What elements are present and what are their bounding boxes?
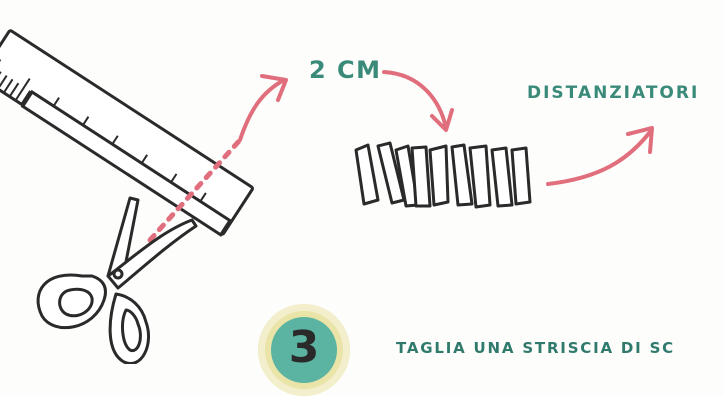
spacers-label: DISTANZIATORI [527,83,699,103]
arrow-icon [548,128,652,184]
ruler-icon [0,30,253,235]
scissors-icon [38,198,196,363]
spacer-strips [356,143,530,207]
illustration-art [0,0,724,364]
arrow-icon [384,72,452,130]
step-number: 3 [271,318,337,378]
measurement-label: 2 CM [309,56,382,84]
illustration: 2 CM DISTANZIATORI 3 TAGLIA UNA STRISCIA… [0,0,724,364]
arrow-icon [240,76,286,140]
step-instruction: TAGLIA UNA STRISCIA DI SC [396,339,675,357]
